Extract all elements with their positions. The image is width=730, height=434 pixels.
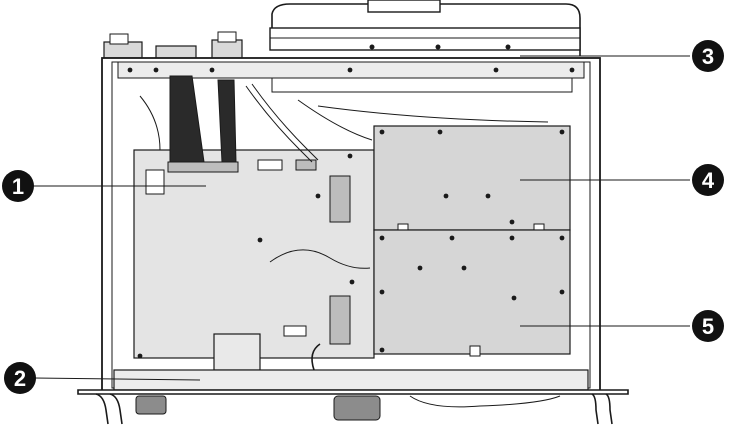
leader-line-2: [33, 377, 201, 381]
callout-1: 1: [2, 170, 34, 202]
top-housing: [269, 0, 581, 56]
callout-3: 3: [692, 40, 724, 72]
callout-2-label: 2: [14, 366, 26, 391]
leader-lines: [30, 55, 690, 381]
upper-right-panel: [373, 125, 571, 235]
callout-5: 5: [692, 310, 724, 342]
lower-right-panel: [373, 229, 571, 357]
callout-5-label: 5: [702, 314, 714, 339]
callout-3-label: 3: [702, 44, 714, 69]
callout-1-label: 1: [12, 174, 24, 199]
rear-connectors: [103, 31, 243, 61]
ribbon-cables: [139, 75, 549, 371]
callout-2: 2: [4, 362, 36, 394]
callout-4: 4: [692, 164, 724, 196]
front-panel: [77, 369, 629, 425]
callout-4-label: 4: [702, 168, 715, 193]
main-board: [133, 149, 375, 371]
